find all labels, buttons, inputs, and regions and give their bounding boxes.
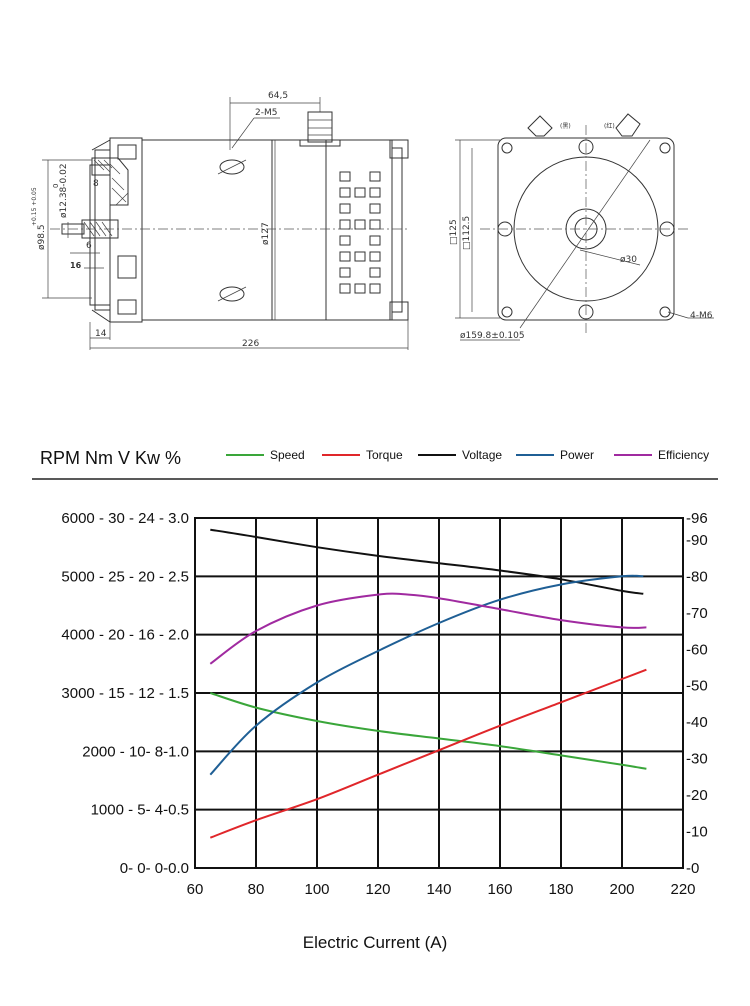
x-axis-ticks: 60 80 100 120 140 160 180 200 220 xyxy=(187,881,696,898)
units-header: RPM Nm V Kw % xyxy=(40,448,181,468)
dim-14: 14 xyxy=(95,329,107,339)
right-tick-label: -30 xyxy=(686,751,708,768)
dim-16: 16 xyxy=(70,261,82,270)
dim-body-dia: ø127 xyxy=(261,222,271,245)
chart-series xyxy=(209,528,647,839)
left-tick-label: 4000 - 20 - 16 - 2.0 xyxy=(61,627,189,644)
right-axis-ticks: -0 -10 -20 -30 -40 -50 -60 -70 -80 -90 -96 xyxy=(686,510,708,877)
chart-grid xyxy=(194,517,684,869)
x-tick-label: 200 xyxy=(609,881,634,898)
series-line-voltage xyxy=(210,528,644,595)
label-terminal-left: (黑) xyxy=(560,123,571,130)
series-line-efficiency xyxy=(209,592,647,665)
dim-shaft-30: ø30 xyxy=(620,255,637,265)
x-tick-label: 120 xyxy=(365,881,390,898)
right-tick-label: -90 xyxy=(686,532,708,549)
right-tick-label: -70 xyxy=(686,605,708,622)
vent-slots xyxy=(339,171,381,294)
series-line-torque xyxy=(209,668,647,839)
x-tick-label: 80 xyxy=(248,881,265,898)
legend-label: Power xyxy=(560,448,594,462)
series-line-speed xyxy=(209,692,647,770)
series-line-power xyxy=(209,574,644,776)
right-tick-label: -50 xyxy=(686,678,708,695)
dim-flange-dia: ø98.5 xyxy=(37,224,47,250)
dim-8: 8 xyxy=(93,179,99,189)
left-tick-label: 0- 0- 0-0.0 xyxy=(120,860,189,877)
right-tick-label: -80 xyxy=(686,568,708,585)
x-tick-label: 160 xyxy=(487,881,512,898)
dim-bolt-circle: ø159.8±0.105 xyxy=(460,331,525,341)
dim-length: 226 xyxy=(242,339,259,349)
dim-112-5: □112.5 xyxy=(462,216,472,250)
right-tick-label: -0 xyxy=(686,860,699,877)
technical-drawing: 64,5 2-M5 xyxy=(31,91,714,350)
side-view-drawing: 64,5 2-M5 xyxy=(31,91,410,350)
x-tick-label: 100 xyxy=(304,881,329,898)
x-tick-label: 220 xyxy=(670,881,695,898)
legend-label: Torque xyxy=(366,448,403,462)
dim-125: □125 xyxy=(449,219,459,245)
end-view-drawing: (黑) (红) □125 □112.5 ø30 ø159.8±0.105 4-M… xyxy=(449,113,714,341)
x-tick-label: 180 xyxy=(548,881,573,898)
legend-label: Speed xyxy=(270,448,305,462)
label-terminal-right: (红) xyxy=(604,122,615,130)
left-tick-label: 6000 - 30 - 24 - 3.0 xyxy=(61,510,189,527)
x-tick-label: 140 xyxy=(426,881,451,898)
right-tick-label: -20 xyxy=(686,787,708,804)
dim-holes: 4-M6 xyxy=(690,311,713,321)
right-tick-label: -40 xyxy=(686,714,708,731)
right-tick-label: -10 xyxy=(686,824,708,841)
dim-6: 6 xyxy=(86,241,92,251)
chart-legend: Speed Torque Voltage Power Efficiency xyxy=(226,448,709,462)
x-tick-label: 60 xyxy=(187,881,204,898)
x-axis-title: Electric Current (A) xyxy=(303,933,448,952)
right-tick-label: -60 xyxy=(686,641,708,658)
legend-label: Efficiency xyxy=(658,448,709,462)
performance-chart: RPM Nm V Kw % Speed Torque Voltage Power Eff… xyxy=(32,448,718,952)
plot-frame xyxy=(194,517,684,869)
dim-thread: 2-M5 xyxy=(255,108,277,118)
dim-shaft-tol: 0 xyxy=(52,184,60,188)
left-tick-label: 3000 - 15 - 12 - 1.5 xyxy=(61,685,189,702)
right-tick-label: -96 xyxy=(686,510,708,527)
left-axis-ticks: 0- 0- 0-0.0 1000 - 5- 4-0.5 2000 - 10- 8-1… xyxy=(61,510,189,877)
dim-shaft-dia: ø12.38-0.02 xyxy=(59,163,69,218)
left-tick-label: 2000 - 10- 8-1.0 xyxy=(82,743,189,760)
legend-label: Voltage xyxy=(462,448,502,462)
dim-flange-tol: +0.15 +0.05 xyxy=(31,187,38,226)
left-tick-label: 5000 - 25 - 20 - 2.5 xyxy=(61,568,189,585)
left-tick-label: 1000 - 5- 4-0.5 xyxy=(91,802,189,819)
dim-terminal-offset: 64,5 xyxy=(268,91,288,101)
